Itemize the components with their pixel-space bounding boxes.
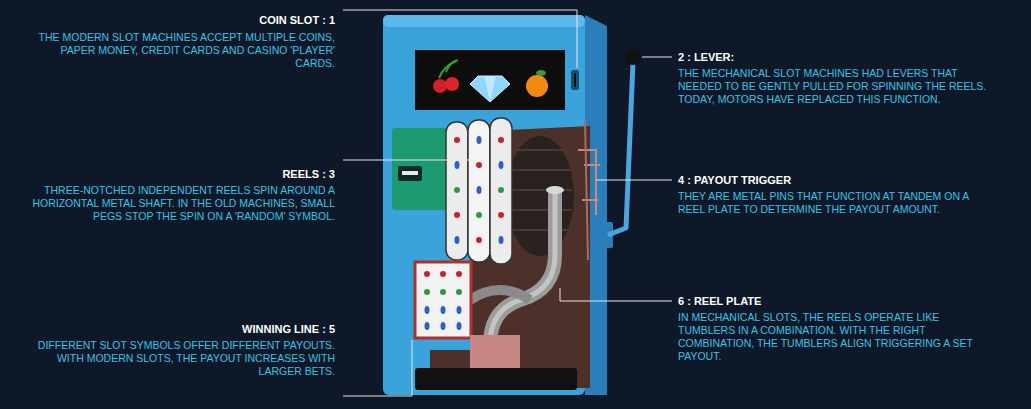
winning-line-card	[456, 289, 462, 295]
reels	[499, 161, 504, 169]
reels	[455, 161, 460, 169]
coin-slot	[571, 70, 579, 90]
winning-line-card	[457, 322, 462, 330]
winning-line-card	[425, 322, 430, 330]
callout-text: THE MECHANICAL SLOT MACHINES HAD LEVERS …	[678, 67, 998, 106]
lever	[603, 49, 641, 248]
reels	[490, 118, 512, 264]
callout-text: THE MODERN SLOT MACHINES ACCEPT MULTIPLE…	[25, 31, 335, 70]
symbol-display	[415, 50, 565, 110]
leader-line	[343, 10, 577, 68]
symbol-display	[526, 75, 548, 97]
winning-line-card	[415, 262, 471, 338]
symbol-display	[433, 79, 447, 93]
callout-text: DIFFERENT SLOT SYMBOLS OFFER DIFFERENT P…	[25, 339, 335, 378]
winning-line-card	[440, 289, 446, 295]
reels	[468, 120, 490, 262]
winning-line-card	[424, 289, 430, 295]
bill-panel	[392, 128, 448, 210]
machine-body	[383, 15, 585, 27]
cutaway-interior	[508, 150, 572, 230]
payout-tray	[470, 335, 520, 368]
cutaway-interior	[585, 120, 588, 260]
winning-line-card	[425, 306, 462, 330]
bill-panel	[398, 166, 422, 181]
leader-line	[596, 180, 672, 181]
leader-line	[642, 57, 672, 58]
symbol-display	[484, 76, 496, 102]
winning-line-card	[441, 322, 446, 330]
lever	[625, 49, 641, 65]
callout-heading: REELS : 3	[25, 168, 335, 181]
leader-line	[343, 160, 470, 161]
payout-tray	[415, 368, 577, 390]
cutaway-interior	[506, 136, 574, 256]
bill-panel	[392, 128, 448, 210]
callout-text: THEY ARE METAL PINS THAT FUNCTION AT TAN…	[678, 190, 998, 216]
reels	[477, 136, 482, 144]
reels	[454, 137, 504, 243]
payout-tray	[415, 335, 577, 390]
reels	[454, 187, 504, 218]
reels	[498, 212, 504, 218]
cutaway-interior	[578, 150, 600, 215]
reels	[454, 212, 460, 218]
callout-heading: 4 : PAYOUT TRIGGER	[678, 174, 998, 187]
reels	[498, 187, 504, 193]
reels	[446, 122, 468, 260]
leader-line	[343, 340, 412, 396]
reels	[498, 137, 504, 143]
symbol-display	[536, 70, 546, 76]
winning-line-card	[415, 262, 471, 338]
winning-line-card	[440, 271, 446, 277]
reels	[454, 187, 460, 193]
coin-slot	[571, 70, 579, 90]
reels	[455, 136, 504, 244]
symbol-display	[445, 77, 459, 91]
callout-heading: 2 : LEVER:	[678, 51, 998, 64]
pipes	[546, 186, 564, 194]
callout-heading: COIN SLOT : 1	[25, 14, 335, 27]
winning-line-card	[457, 306, 462, 314]
winning-line-card	[424, 289, 462, 295]
machine-body	[383, 15, 607, 395]
reels	[476, 237, 482, 243]
pipes	[470, 290, 530, 300]
callout-heading: WINNING LINE : 5	[25, 323, 335, 336]
reels	[476, 212, 482, 218]
reels	[455, 236, 460, 244]
coin-slot	[574, 73, 576, 87]
reels	[499, 236, 504, 244]
callout-text: THREE-NOTCHED INDEPENDENT REELS SPIN ARO…	[25, 184, 335, 223]
reels	[446, 118, 512, 264]
winning-line-card	[456, 271, 462, 277]
lever	[608, 62, 633, 235]
leader-line	[343, 10, 672, 396]
leader-line	[560, 288, 672, 301]
symbol-display	[415, 50, 565, 110]
winning-line-card	[424, 271, 462, 277]
bill-panel	[402, 171, 418, 175]
winning-line-card	[441, 306, 446, 314]
reels	[476, 162, 482, 168]
reels	[454, 137, 460, 143]
reels	[477, 186, 482, 194]
symbol-display	[439, 61, 456, 78]
winning-line-card	[424, 271, 430, 277]
symbol-display	[470, 76, 510, 102]
callout-heading: 6 : REEL PLATE	[678, 295, 998, 308]
winning-line-card	[425, 306, 430, 314]
callout-text: IN MECHANICAL SLOTS, THE REELS OPERATE L…	[678, 311, 998, 363]
